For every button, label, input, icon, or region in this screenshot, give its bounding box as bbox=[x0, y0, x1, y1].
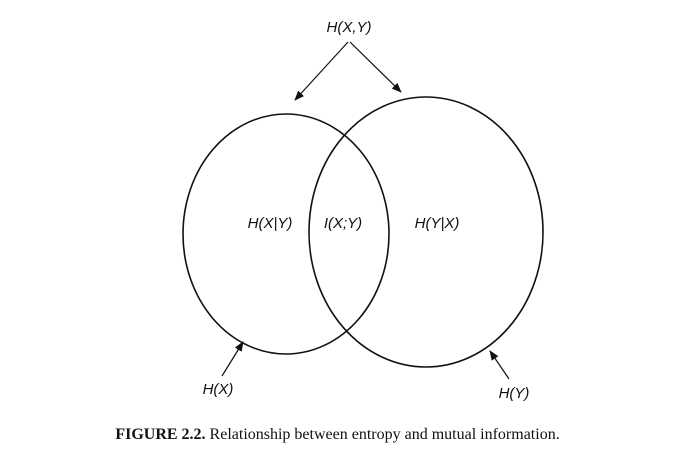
joint-entropy-label: H(X,Y) bbox=[327, 19, 372, 36]
mutual-information-label: I(X;Y) bbox=[324, 215, 362, 232]
hx-arrow bbox=[221, 341, 244, 377]
figure-number: FIGURE 2.2. bbox=[115, 426, 206, 443]
conditional-entropy-x-given-y-label: H(X|Y) bbox=[248, 215, 293, 232]
figure-caption-text: Relationship between entropy and mutual … bbox=[209, 426, 560, 443]
hy-arrow bbox=[489, 350, 510, 380]
joint-arrow-left bbox=[294, 41, 349, 101]
figure-caption: FIGURE 2.2. Relationship between entropy… bbox=[0, 426, 675, 444]
joint-arrow-right bbox=[349, 41, 402, 93]
entropy-y-label: H(Y) bbox=[499, 385, 530, 402]
hy-ellipse bbox=[308, 96, 544, 368]
conditional-entropy-y-given-x-label: H(Y|X) bbox=[415, 215, 460, 232]
hx-ellipse bbox=[182, 113, 390, 355]
entropy-x-label: H(X) bbox=[203, 381, 234, 398]
